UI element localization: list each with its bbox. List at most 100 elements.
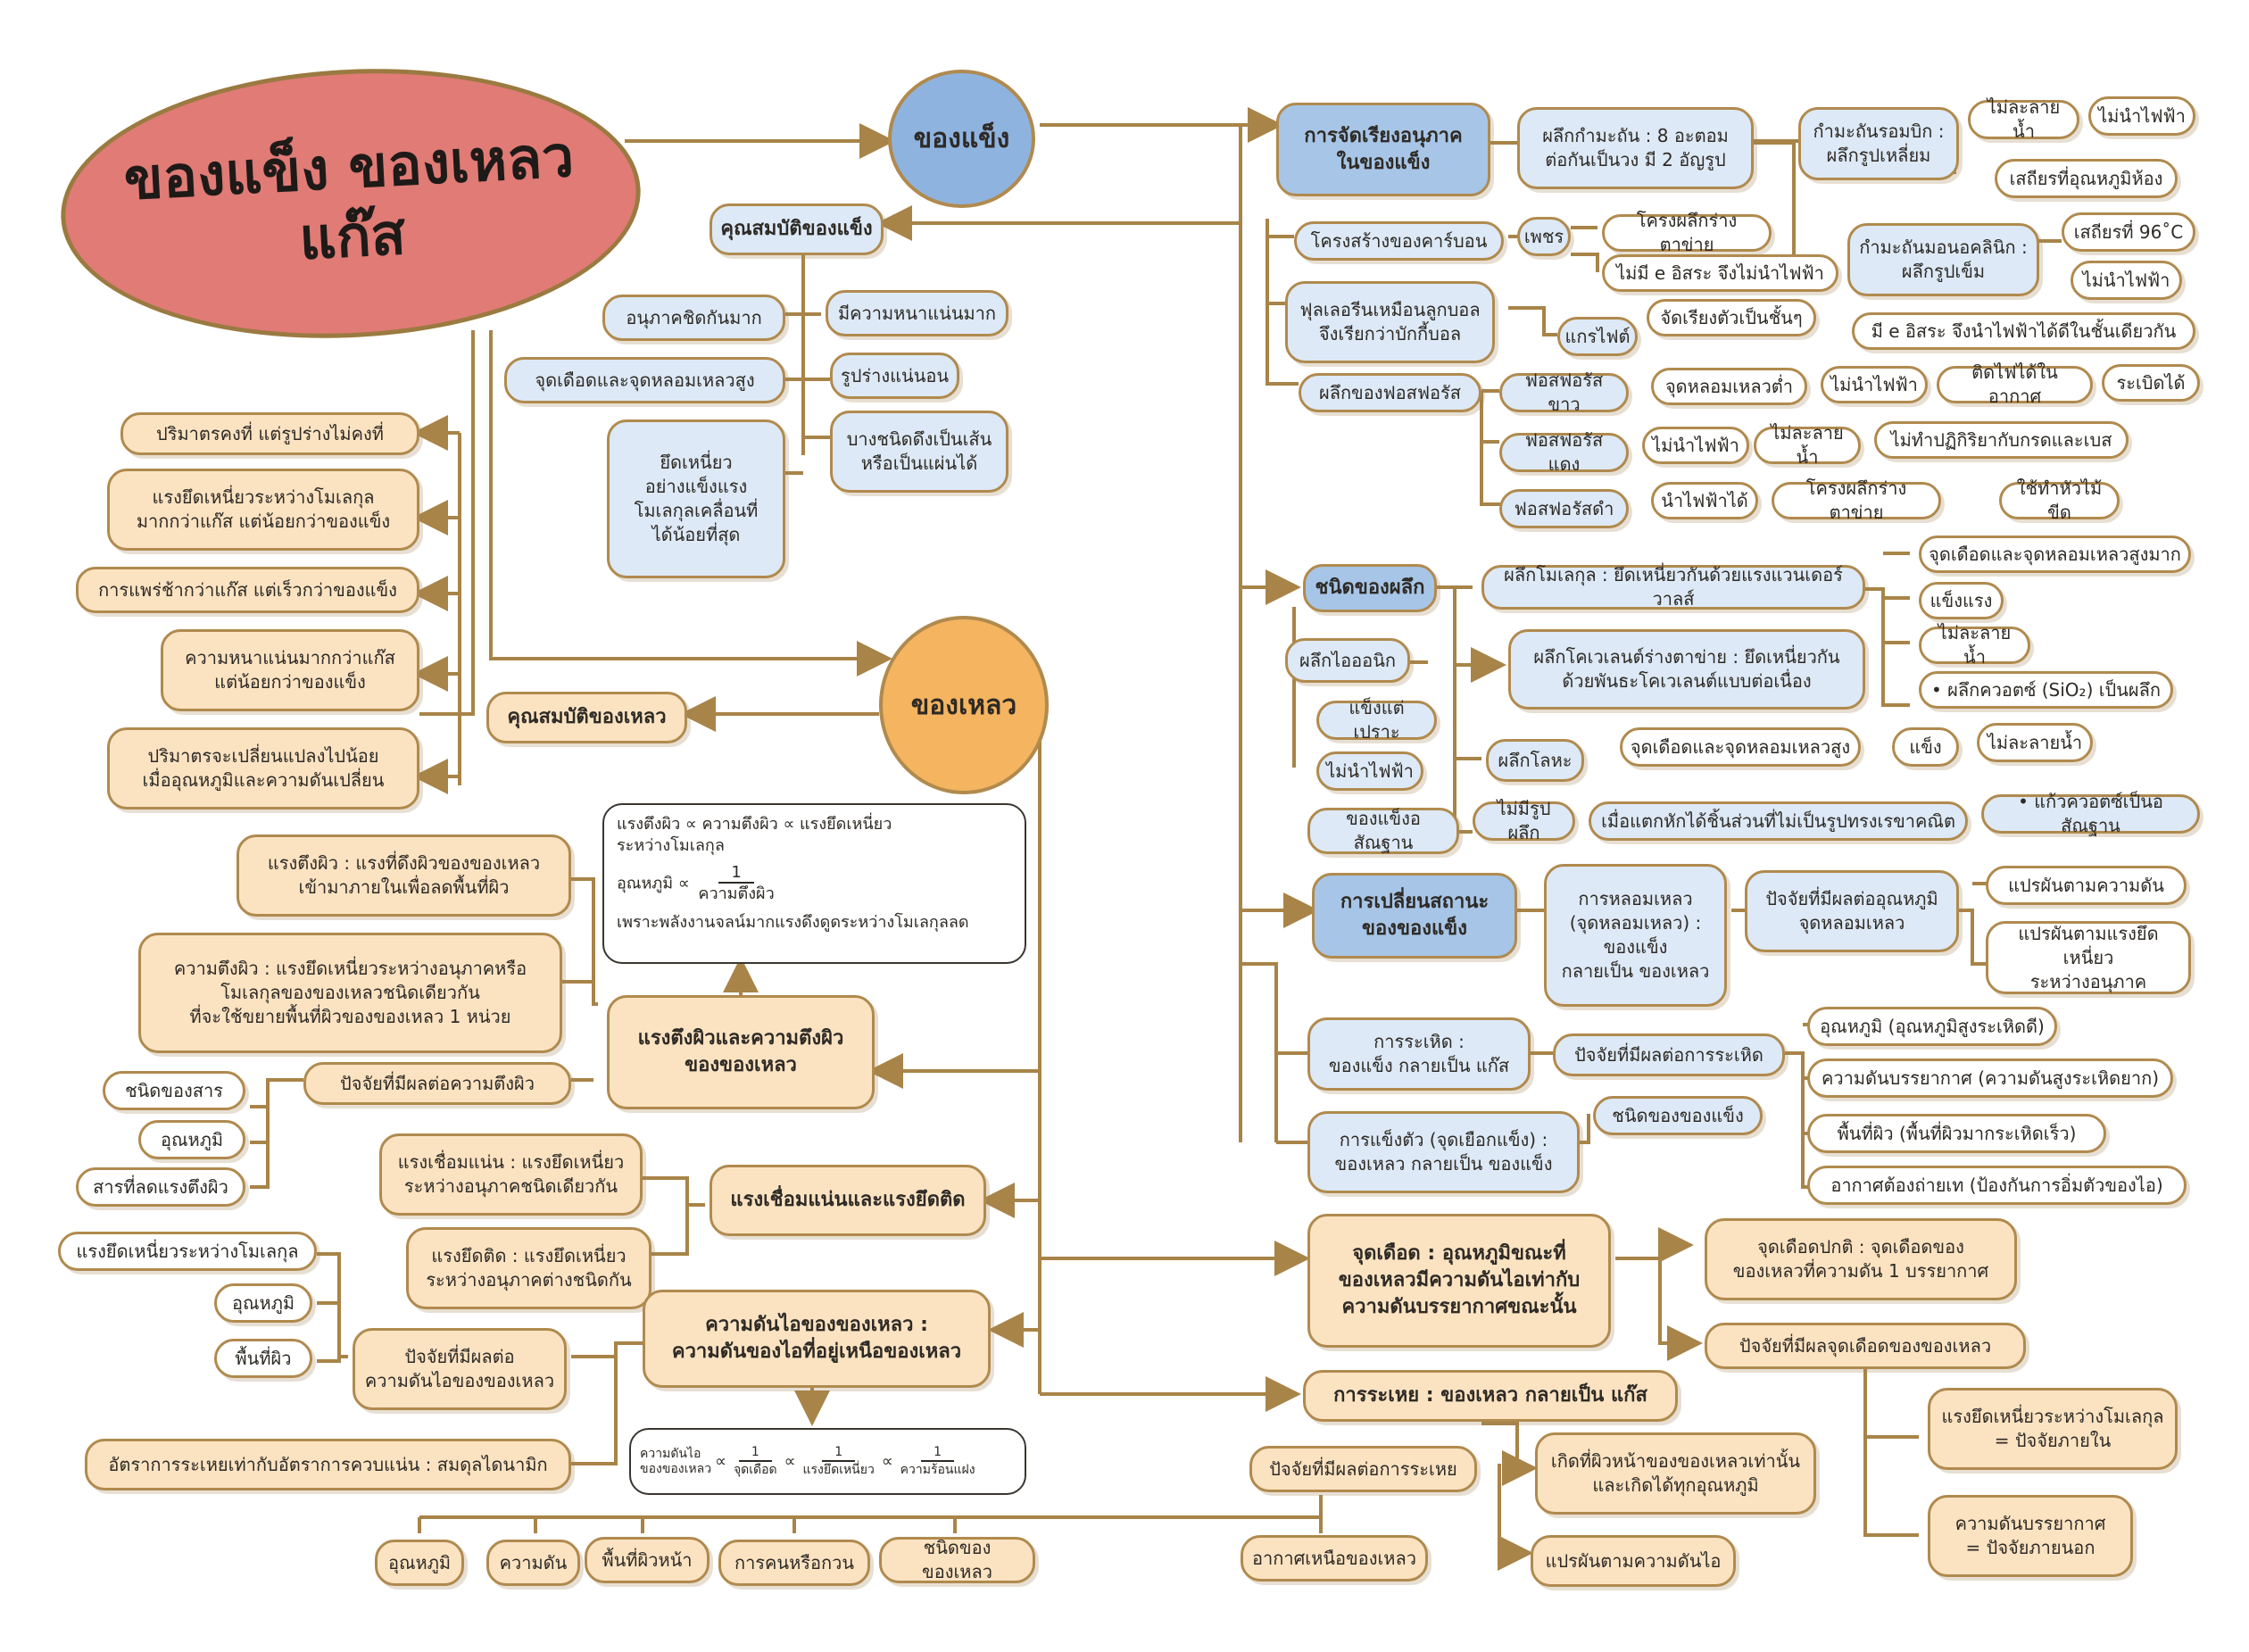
liquid-property: ความหนาแน่นมากกว่าแก๊ส แต่น้อยกว่าของแข็… bbox=[161, 629, 419, 711]
amorphous-prop: เมื่อแตกหักได้ชิ้นส่วนที่ไม่เป็นรูปทรงเร… bbox=[1589, 801, 1968, 841]
dynamic-equilibrium: อัตราการระเหยเท่ากับอัตราการควบแน่น : สม… bbox=[85, 1439, 571, 1490]
evaporation-bottom-item: อากาศเหนือของเหลว bbox=[1241, 1535, 1428, 1581]
monoclinic-prop: เสถียรที่ 96˚C bbox=[2062, 212, 2195, 252]
solid-property: จุดเดือดและจุดหลอมเหลวสูง bbox=[504, 357, 785, 403]
evaporation-title[interactable]: การระเหย : ของเหลว กลายเป็น แก๊ส bbox=[1303, 1370, 1678, 1422]
red-phosphorus: ฟอสฟอรัสแดง bbox=[1499, 429, 1629, 475]
white-phosphorus: ฟอสฟอรัสขาว bbox=[1499, 369, 1629, 415]
solid-properties-title[interactable]: คุณสมบัติของแข็ง bbox=[710, 203, 884, 255]
covalent-prop: แข็งแรง bbox=[1919, 582, 2004, 619]
black-phosphorus: ฟอสฟอรัสดำ bbox=[1499, 489, 1629, 528]
vapor-factor-item: พื้นที่ผิว bbox=[214, 1339, 312, 1378]
ionic-prop: ไม่นำไฟฟ้า bbox=[1316, 751, 1423, 791]
liquid-property: แรงยึดเหนี่ยวระหว่างโมเลกุล มากกว่าแก๊ส … bbox=[107, 469, 419, 551]
covalent-crystal: ผลึกโคเวเลนต์ร่างตาข่าย : ยึดเหนี่ยวกัน … bbox=[1508, 629, 1865, 710]
solid-node[interactable]: ของแข็ง bbox=[888, 70, 1035, 208]
metallic-prop: ไม่ละลายน้ำ bbox=[1977, 723, 2093, 762]
crystal-types-title[interactable]: ชนิดของผลึก bbox=[1303, 564, 1437, 612]
metallic-prop: จุดเดือดและจุดหลอมเหลวสูง bbox=[1620, 727, 1861, 767]
vapor-formula-lhs: ความดันไอ ของของเหลว bbox=[640, 1446, 712, 1476]
vapor-formula-num: 1 bbox=[822, 1445, 856, 1462]
vapor-formula-den: ความร้อนแฝง bbox=[900, 1462, 975, 1477]
solid-property: บางชนิดดึงเป็นเส้น หรือเป็นแผ่นได้ bbox=[830, 411, 1008, 493]
rhombic-sulfur: กำมะถันรอมบิก : ผลึกรูปเหลี่ยม bbox=[1798, 107, 1959, 180]
black-p-prop: นำไฟฟ้าได้ bbox=[1651, 482, 1758, 519]
surface-tension-factor-item: สารที่ลดแรงตึงผิว bbox=[76, 1167, 245, 1207]
cohesion-def: แรงเชื่อมแน่น : แรงยึดเหนี่ยว ระหว่างอนุ… bbox=[379, 1133, 643, 1216]
solid-property: รูปร่างแน่นอน bbox=[830, 353, 959, 399]
phosphorus-crystal: ผลึกของฟอสฟอรัส bbox=[1299, 373, 1481, 412]
surface-tension-title[interactable]: แรงตึงผิวและความตึงผิว ของของเหลว bbox=[607, 995, 875, 1109]
boiling-point-title[interactable]: จุดเดือด : อุณหภูมิขณะที่ ของเหลวมีความด… bbox=[1307, 1214, 1611, 1348]
liquid-property: ปริมาตรจะเปลี่ยนแปลงไปน้อย เมื่ออุณหภูมิ… bbox=[107, 727, 419, 809]
vapor-factor-item: อุณหภูมิ bbox=[214, 1283, 312, 1323]
liquid-property: การแพร่ช้ากว่าแก๊ส แต่เร็วกว่าของแข็ง bbox=[76, 567, 419, 613]
surface-tension-formula: แรงตึงผิว ∝ ความตึงผิว ∝ แรงยึดเหนี่ยว ร… bbox=[602, 803, 1026, 964]
boiling-external-factor: ความดันบรรยากาศ = ปัจจัยภายนอก bbox=[1928, 1495, 2133, 1577]
covalent-prop: • ผลึกควอตซ์ (SiO₂) เป็นผลึก bbox=[1919, 671, 2173, 709]
melting-factor-item: แปรผันตามแรงยึดเหนี่ยว ระหว่างอนุภาค bbox=[1986, 921, 2191, 994]
arrangement-title[interactable]: การจัดเรียงอนุภาค ในของแข็ง bbox=[1276, 103, 1490, 196]
graphite: แกรไฟต์ bbox=[1557, 317, 1638, 356]
black-p-prop: ใช้ทำหัวไม้ขีด bbox=[1999, 477, 2120, 523]
rhombic-prop: ไม่นำไฟฟ้า bbox=[2088, 96, 2195, 136]
sublimation-item: อากาศต้องถ่ายเท (ป้องกันการอิ่มตัวของไอ) bbox=[1807, 1166, 2187, 1205]
boiling-factor: ปัจจัยที่มีผลจุดเดือดของของเหลว bbox=[1705, 1323, 2026, 1369]
boiling-internal-factor: แรงยึดเหนี่ยวระหว่างโมเลกุล = ปัจจัยภายใ… bbox=[1928, 1388, 2178, 1470]
evaporation-bottom-item: อุณหภูมิ bbox=[375, 1540, 464, 1586]
red-p-prop: ไม่นำไฟฟ้า bbox=[1642, 427, 1749, 464]
red-p-prop: ไม่ละลายน้ำ bbox=[1754, 422, 1861, 468]
state-change-title[interactable]: การเปลี่ยนสถานะ ของของแข็ง bbox=[1312, 873, 1517, 959]
white-p-prop: ติดไฟได้ในอากาศ bbox=[1937, 361, 2093, 407]
surface-tension-def: แรงตึงผิว : แรงที่ดึงผิวของของเหลว เข้าม… bbox=[237, 834, 571, 917]
ionic-crystal: ผลึกไอออนิก bbox=[1285, 638, 1410, 683]
evaporation-fact: แปรผันตามความดันไอ bbox=[1531, 1535, 1736, 1587]
amorphous-prop: • แก้วควอตซ์เป็นอสัณฐาน bbox=[1981, 791, 2200, 836]
rhombic-prop: เสถียรที่อุณหภูมิห้อง bbox=[1995, 159, 2178, 198]
sublimation: การระเหิด : ของแข็ง กลายเป็น แก๊ส bbox=[1307, 1017, 1531, 1091]
white-p-prop: จุดหลอมเหลวต่ำ bbox=[1651, 368, 1807, 405]
covalent-prop: ไม่ละลายน้ำ bbox=[1919, 622, 2030, 668]
vapor-formula-den: แรงยึดเหนี่ยว bbox=[802, 1462, 875, 1477]
white-p-prop: ระเบิดได้ bbox=[2102, 364, 2200, 402]
ionic-prop: แข็งแต่เปราะ bbox=[1316, 697, 1437, 743]
sublimation-item: พื้นที่ผิว (พื้นที่ผิวมากระเหิดเร็ว) bbox=[1807, 1114, 2106, 1153]
monoclinic-prop: ไม่นำไฟฟ้า bbox=[2071, 261, 2182, 300]
graphite-prop: จัดเรียงตัวเป็นชั้นๆ bbox=[1647, 299, 1816, 336]
evaporation-bottom-item: ชนิดของของเหลว bbox=[879, 1537, 1035, 1583]
vapor-formula-num: 1 bbox=[738, 1445, 772, 1462]
liquid-properties-title[interactable]: คุณสมบัติของเหลว bbox=[486, 692, 687, 743]
vapor-factor: ปัจจัยที่มีผลต่อ ความดันไอของของเหลว bbox=[353, 1328, 567, 1410]
sublimation-item: อุณหภูมิ (อุณหภูมิสูงระเหิดดี) bbox=[1807, 1007, 2057, 1046]
formula-line-3: เพราะพลังงานจลน์มากแรงดึงดูดระหว่างโมเลก… bbox=[617, 912, 969, 932]
surface-tension-factor-item: ชนิดของสาร bbox=[103, 1071, 245, 1110]
diamond-prop: ไม่มี e อิสระ จึงไม่นำไฟฟ้า bbox=[1602, 254, 1838, 292]
graphite-prop: มี e อิสระ จึงนำไฟฟ้าได้ดีในชั้นเดียวกัน bbox=[1852, 312, 2195, 350]
surface-tension-def: ความตึงผิว : แรงยึดเหนี่ยวระหว่างอนุภาคห… bbox=[138, 933, 562, 1053]
solid-property: มีความหนาแน่นมาก bbox=[826, 290, 1008, 336]
vapor-formula-num: 1 bbox=[921, 1445, 955, 1462]
amorphous-prop: ไม่มีรูปผลึก bbox=[1473, 798, 1575, 843]
red-p-prop: ไม่ทำปฏิกิริยากับกรดและเบส bbox=[1874, 421, 2129, 459]
sublimation-factor: ปัจจัยที่มีผลต่อการระเหิด bbox=[1553, 1034, 1785, 1076]
evaporation-bottom-item: การคนหรือกวน bbox=[718, 1540, 870, 1586]
solid-type: ชนิดของของแข็ง bbox=[1593, 1096, 1763, 1135]
evaporation-bottom-item: พื้นที่ผิวหน้า bbox=[585, 1537, 710, 1583]
covalent-prop: จุดเดือดและจุดหลอมเหลวสูงมาก bbox=[1919, 535, 2191, 573]
sulfur-crystal: ผลึกกำมะถัน : 8 อะตอม ต่อกันเป็นวง มี 2 … bbox=[1517, 107, 1754, 189]
cohesion-title[interactable]: แรงเชื่อมแน่นและแรงยึดติด bbox=[710, 1165, 986, 1236]
amorphous-solid: ของแข็งอสัณฐาน bbox=[1307, 808, 1459, 854]
molecular-crystal: ผลึกโมเลกุล : ยึดเหนี่ยวกันด้วยแรงแวนเดอ… bbox=[1481, 564, 1865, 610]
melting: การหลอมเหลว (จุดหลอมเหลว) : ของแข็ง กลาย… bbox=[1544, 864, 1727, 1007]
surface-tension-factor: ปัจจัยที่มีผลต่อความตึงผิว bbox=[303, 1062, 571, 1105]
vapor-factor-item: แรงยึดเหนี่ยวระหว่างโมเลกุล bbox=[58, 1232, 317, 1271]
evaporation-factor: ปัจจัยที่มีผลต่อการระเหย bbox=[1249, 1446, 1477, 1492]
liquid-node[interactable]: ของเหลว bbox=[879, 616, 1049, 794]
formula-line-1: แรงตึงผิว ∝ ความตึงผิว ∝ แรงยึดเหนี่ยว ร… bbox=[617, 815, 892, 856]
sublimation-item: ความดันบรรยากาศ (ความดันสูงระเหิดยาก) bbox=[1807, 1058, 2173, 1098]
black-p-prop: โครงผลึกร่างตาข่าย bbox=[1772, 477, 1941, 523]
vapor-pressure-title[interactable]: ความดันไอของของเหลว : ความดันของไอที่อยู… bbox=[643, 1290, 991, 1388]
